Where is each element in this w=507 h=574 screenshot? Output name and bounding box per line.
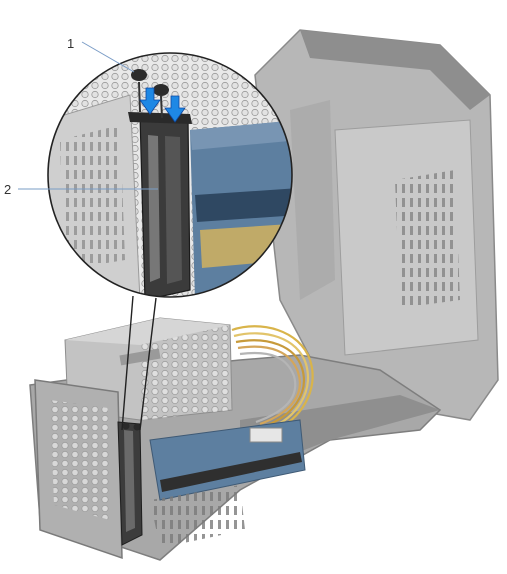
bracket-installed — [118, 422, 142, 545]
callout-number: 1 — [67, 36, 74, 51]
callout-1: 1 — [67, 36, 134, 72]
chassis-front — [35, 380, 122, 558]
callout-number: 2 — [4, 182, 11, 197]
pcie-board — [150, 420, 305, 548]
